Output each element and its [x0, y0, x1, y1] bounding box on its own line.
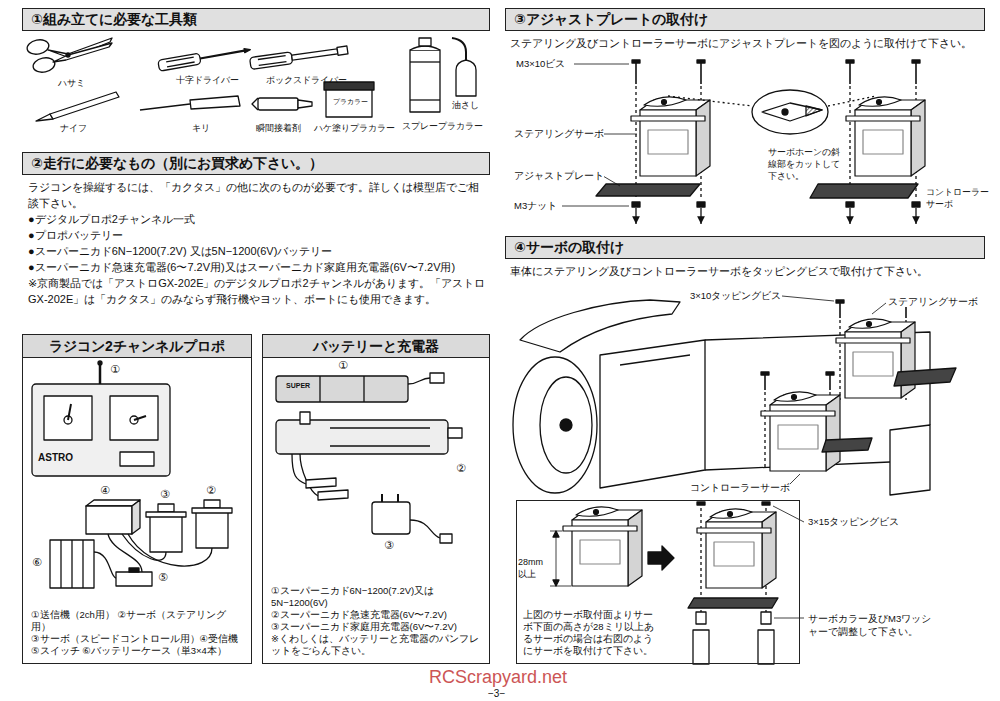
spray-can-figure	[410, 38, 440, 112]
callout-number: ⑤	[158, 571, 168, 584]
tool-label: キリ	[192, 123, 210, 134]
chassis-figure	[513, 296, 956, 495]
tool-label: ハサミ	[58, 78, 85, 89]
panel-head: バッテリーと充電器	[263, 335, 489, 358]
panel-foot: ①送信機（2ch用） ②サーボ（ステアリング用）③サーボ（スピードコントロール用…	[23, 605, 251, 663]
section-header: ①組み立てに必要な工具類	[22, 8, 490, 31]
tool-label: 瞬間接着剤	[256, 123, 301, 134]
part-label: ステアリングサーボ	[888, 296, 978, 307]
panel-title: バッテリーと充電器	[263, 335, 489, 358]
product-label: プラカラー	[333, 98, 368, 106]
part-label: M3×10ビス	[516, 58, 565, 69]
receiver-figure	[86, 500, 140, 534]
part-label: アジャストプレート	[514, 170, 604, 181]
section-header: ③アジャストプレートの取付け	[505, 8, 985, 31]
panel-head: ラジコン2チャンネルプロポ	[23, 335, 251, 358]
note: ※京商製品では「アストロGX-202E」のデジタルプロポ2チャンネルがあります。…	[28, 275, 488, 307]
node-text: ⑤スイッチ ⑥バッテリーケース（単3×4本）	[31, 645, 244, 657]
servo-figure	[122, 500, 232, 566]
node-text: ※くわしくは、バッテリーと充電器のパンフレットをごらん下さい。	[271, 633, 482, 657]
watermark: RCScrapyard.net	[425, 667, 571, 687]
dimension-label: 28mm以上	[518, 556, 550, 580]
section-header: ④サーボの取付け	[505, 236, 985, 259]
adjust-plate-figure	[562, 60, 925, 224]
callout-number: ②	[456, 462, 466, 475]
node-text: ④サーボの取付け	[514, 239, 976, 256]
node-text: ③サーボ（スピードコントロール用）④受信機	[31, 633, 244, 645]
bullet-item: ●スーパーニカド急速充電器(6〜7.2V用)又はスーパーニカド家庭用充電器(6V…	[28, 259, 488, 275]
node-text: 上図のサーボ取付面よりサーボ下面の高さが28ミリ以上あるサーボの場合は右図のよう…	[523, 609, 655, 657]
battery-case-figure	[50, 540, 116, 588]
tool-label: 油さし	[452, 100, 479, 111]
tool-label: 十字ドライバー	[176, 75, 239, 86]
tool-label: ナイフ	[60, 123, 87, 134]
note: サーボカラー及びM3ワッシャーで調整して下さい。	[808, 612, 934, 638]
node-text: ①組み立てに必要な工具類	[31, 11, 481, 28]
node-text: ②スーパーニカド急速充電器(6V〜7.2V)	[271, 609, 482, 621]
callout-number: ③	[384, 539, 394, 552]
callout-number: ②	[206, 484, 216, 497]
instruction-text: 車体にステアリング及びコントローラーサーボをタッピングビスで取付けて下さい。	[510, 265, 928, 278]
page-number: −3−	[488, 688, 505, 700]
bullet-item: ●プロポバッテリー	[28, 227, 488, 243]
part-label: M3ナット	[514, 200, 557, 211]
body-text: ラジコンを操縦するには、「カクタス」の他に次のものが必要です。詳しくは模型店でご…	[28, 179, 488, 211]
node-text: ②走行に必要なもの（別にお買求め下さい。）	[31, 155, 481, 172]
part-label: コントローラーサーボ	[926, 186, 990, 210]
scissors-figure	[26, 38, 112, 74]
home-charger-figure	[372, 494, 452, 543]
tool-label: ハケ塗りプラカラー	[314, 123, 395, 134]
transmitter-figure	[32, 361, 170, 476]
panel-title: ラジコン2チャンネルプロポ	[23, 335, 251, 358]
equipment-panel: ラジコン2チャンネルプロポ ①送信機（2ch用） ②サーボ（ステアリング用）③サー…	[22, 334, 252, 664]
oil-can-figure	[452, 38, 476, 96]
paint-jar-figure	[324, 82, 374, 117]
callout-number: ①	[110, 363, 120, 376]
brand-mark: SUPER	[286, 382, 310, 390]
cross-screwdriver-figure	[158, 44, 251, 71]
charger-figure	[276, 412, 462, 500]
callout-number: ③	[160, 488, 170, 501]
part-label: ステアリングサーボ	[514, 128, 604, 139]
instruction-text: ステアリング及びコントローラーサーボにアジャストプレートを図のように取付けて下さ…	[510, 37, 972, 50]
knife-figure	[36, 92, 119, 121]
bullet-item: ●スーパーニカド6N−1200(7.2V) 又は5N−1200(6V)バッテリー	[28, 243, 488, 259]
callout-number: ⑥	[32, 556, 42, 569]
node-text: ①送信機（2ch用） ②サーボ（ステアリング用）	[31, 609, 244, 633]
battery-pack-figure	[276, 373, 444, 402]
switch-figure	[108, 534, 152, 586]
glue-tube-figure	[252, 98, 312, 110]
panel-foot: 上図のサーボ取付面よりサーボ下面の高さが28ミリ以上あるサーボの場合は右図のよう…	[517, 609, 655, 663]
callout-number: ①	[338, 359, 348, 372]
part-label: コントローラーサーボ	[690, 482, 790, 493]
note: サーボホーンの斜線部をカットして下さい。	[768, 146, 848, 182]
part-label: 3×10タッピングビス	[690, 290, 781, 301]
node-text: ③アジャストプレートの取付け	[514, 11, 976, 28]
awl-figure	[140, 96, 240, 110]
callout-number: ④	[100, 484, 110, 497]
section-header: ②走行に必要なもの（別にお買求め下さい。）	[22, 152, 490, 175]
body-text-column: ラジコンを操縦するには、「カクタス」の他に次のものが必要です。詳しくは模型店でご…	[28, 179, 488, 307]
brand-mark: ASTRO	[38, 452, 73, 464]
node-text: ③スーパーニカド家庭用充電器(6V〜7.2V)	[271, 621, 482, 633]
tool-label: スプレープラカラー	[402, 121, 483, 132]
node-text: ①スーパーニカド6N−1200(7.2V)又は5N−1200(6V)	[271, 585, 482, 609]
box-driver-figure	[250, 44, 349, 70]
tool-label: ボックスドライバー	[266, 75, 347, 86]
inset-panel: 上図のサーボ取付面よりサーボ下面の高さが28ミリ以上あるサーボの場合は右図のよう…	[516, 500, 800, 664]
panel-foot: ①スーパーニカド6N−1200(7.2V)又は5N−1200(6V)②スーパーニ…	[263, 581, 489, 663]
bullet-item: ●デジタルプロポ2チャンネル一式	[28, 211, 488, 227]
part-label: 3×15タッピングビス	[808, 516, 899, 527]
